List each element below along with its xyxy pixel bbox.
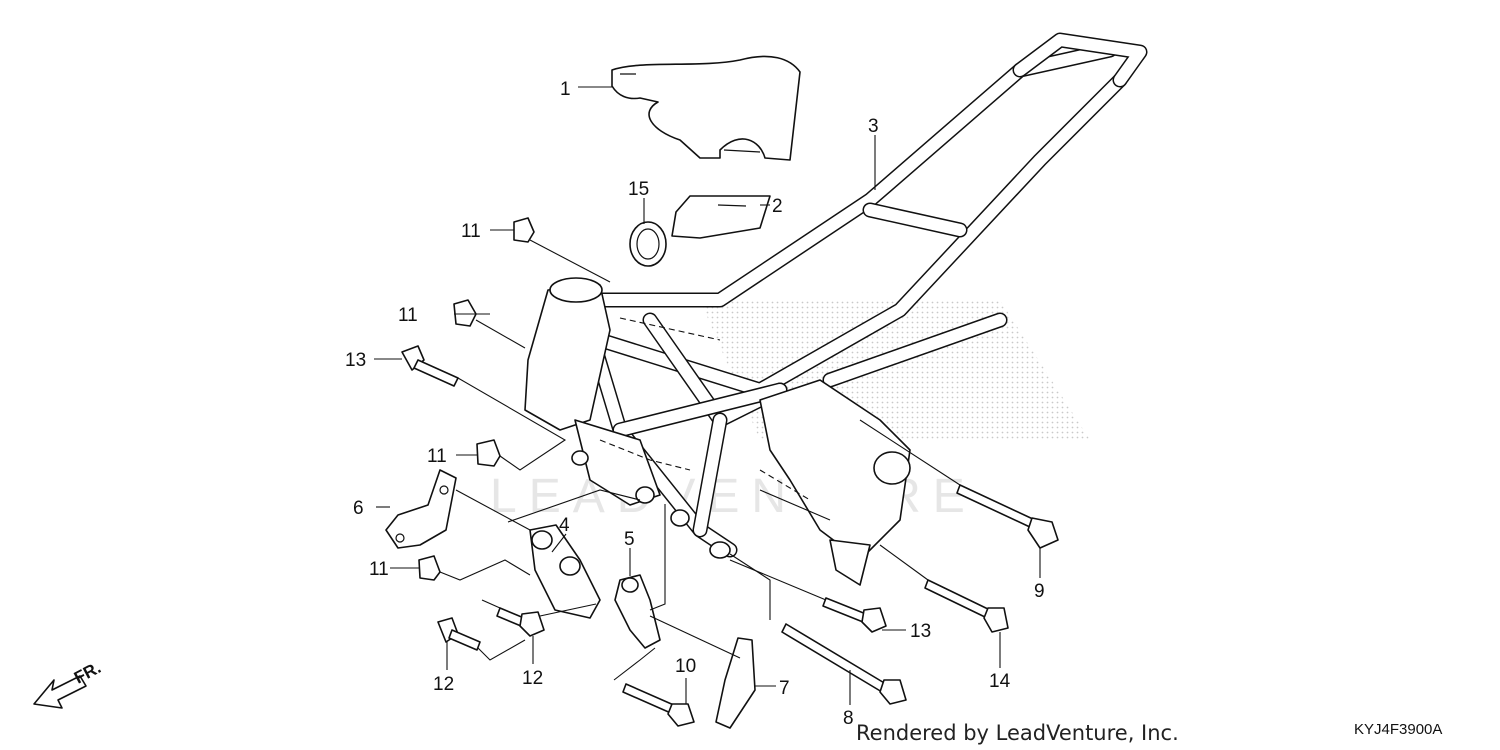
part-1-shield (611, 55, 801, 161)
callout-11-b: 11 (398, 305, 418, 326)
callout-13-a: 13 (345, 350, 366, 371)
callout-6: 6 (353, 498, 364, 519)
leader-lines (374, 86, 1041, 705)
part-11-nuts (418, 217, 535, 581)
callout-1: 1 (560, 79, 571, 100)
callout-9: 9 (1034, 581, 1045, 602)
callout-11-c: 11 (427, 446, 447, 467)
callout-12-a: 12 (433, 674, 454, 695)
part-6-bracket (385, 469, 457, 549)
part-5-bracket (614, 574, 661, 649)
callout-numbers: 1 2 3 4 5 6 7 8 9 10 11 11 11 11 12 12 1… (345, 79, 1045, 729)
callout-15: 15 (628, 179, 649, 200)
callout-13-b: 13 (910, 621, 931, 642)
part-2-plate (671, 195, 771, 239)
part-3-frame-body (524, 32, 1148, 586)
callout-11-a: 11 (461, 221, 481, 242)
render-credit: Rendered by LeadVenture, Inc. (856, 721, 1179, 745)
callout-4: 4 (559, 515, 570, 536)
front-direction-arrow: FR. (33, 658, 104, 709)
callout-3: 3 (868, 116, 879, 137)
callout-10: 10 (675, 656, 696, 677)
part-15-clip (629, 221, 667, 267)
callout-14: 14 (989, 671, 1011, 692)
callout-5: 5 (624, 529, 635, 550)
callout-8: 8 (843, 708, 854, 729)
callout-7: 7 (779, 678, 790, 699)
diagram-code: KYJ4F3900A (1354, 721, 1442, 738)
part-4-hanger (529, 524, 601, 619)
callout-12-b: 12 (522, 668, 543, 689)
part-7-bracket (715, 637, 756, 729)
callout-11-d: 11 (369, 559, 389, 580)
bolts (401, 345, 1059, 727)
callout-2: 2 (772, 196, 783, 217)
